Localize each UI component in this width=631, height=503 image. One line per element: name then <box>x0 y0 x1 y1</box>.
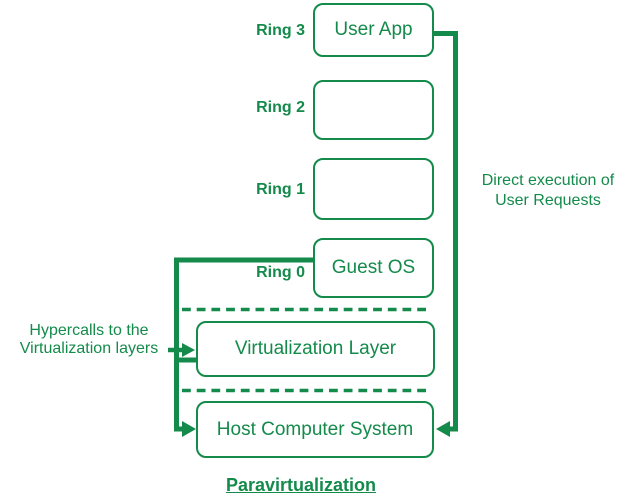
virtualization-layer-box: Virtualization Layer <box>196 321 435 377</box>
direct-execution-annotation-line1: Direct execution of <box>481 172 615 189</box>
hypercall-to-host-arrowhead-icon <box>182 421 196 437</box>
direct-execution-annotation: Direct execution of User Requests <box>458 171 631 211</box>
hypercalls-label-arrowhead-icon <box>182 343 195 357</box>
direct-execution-annotation-line2: User Requests <box>495 192 601 209</box>
hypercalls-annotation-line2: Virtualization layers <box>19 340 159 357</box>
ring2-empty-box <box>313 80 434 140</box>
direct-execution-connector-line <box>434 31 458 432</box>
ring1-label: Ring 1 <box>256 181 305 198</box>
guest-os-box: Guest OS <box>313 238 434 298</box>
diagram-title: Paravirtualization <box>225 475 377 495</box>
hypercalls-annotation: Hypercalls to the Virtualization layers <box>0 322 178 358</box>
user-app-box: User App <box>313 3 434 57</box>
ring3-label: Ring 3 <box>256 22 305 39</box>
ring2-label: Ring 2 <box>256 99 305 116</box>
direct-execution-arrowhead-icon <box>436 421 450 437</box>
ring0-label: Ring 0 <box>256 264 305 281</box>
hypercalls-annotation-line1: Hypercalls to the <box>29 322 149 339</box>
ring1-empty-box <box>313 158 434 220</box>
host-computer-system-box: Host Computer System <box>196 401 434 458</box>
hypercall-connector-line <box>174 257 314 432</box>
